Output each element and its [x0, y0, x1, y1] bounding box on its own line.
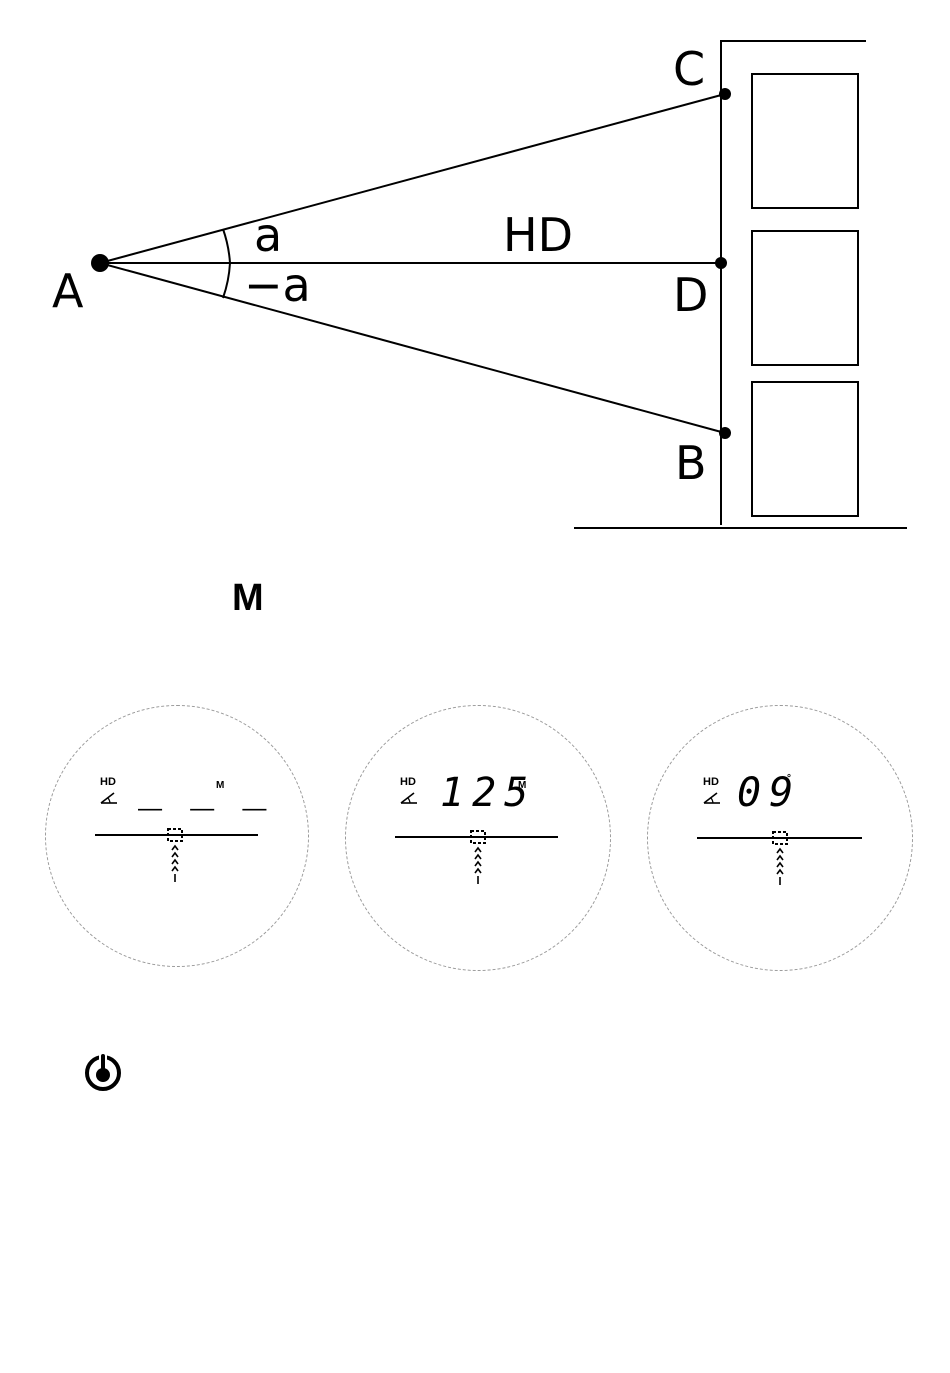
unit-label: M [216, 781, 224, 791]
horizontal-distance-label: HD [503, 212, 573, 258]
point-a [91, 254, 109, 272]
point-c [719, 88, 731, 100]
distance-readout: _ _ _ [138, 768, 268, 808]
reticle-icon [393, 828, 563, 888]
point-a-label: A [52, 268, 83, 314]
reticle-icon [93, 826, 263, 886]
building [574, 40, 907, 528]
window-middle [752, 231, 858, 365]
window-top [752, 74, 858, 208]
point-b-label: B [675, 440, 707, 486]
line-a-to-c [100, 94, 725, 263]
angle-icon [399, 791, 419, 805]
angle-icon [702, 791, 722, 805]
unit-label: M [518, 781, 526, 791]
distance-readout: 125 [440, 773, 536, 813]
point-b [719, 427, 731, 439]
angle-up-label: a [254, 212, 282, 258]
unit-heading: M [232, 578, 264, 618]
reticle-icon [695, 829, 865, 889]
line-a-to-b [100, 263, 725, 433]
power-icon [82, 1051, 124, 1093]
sight-lines [100, 94, 725, 433]
point-d-label: D [673, 272, 708, 318]
angle-readout: 09 [737, 773, 801, 813]
angle-down-label: −a [244, 262, 311, 308]
angle-icon [99, 791, 119, 805]
unit-label: ° [787, 774, 791, 784]
point-d [715, 257, 727, 269]
point-c-label: C [673, 46, 705, 92]
geometry-diagram [0, 0, 950, 560]
window-bottom [752, 382, 858, 516]
mode-label: HD [400, 777, 416, 788]
mode-label: HD [100, 777, 116, 788]
mode-label: HD [703, 777, 719, 788]
